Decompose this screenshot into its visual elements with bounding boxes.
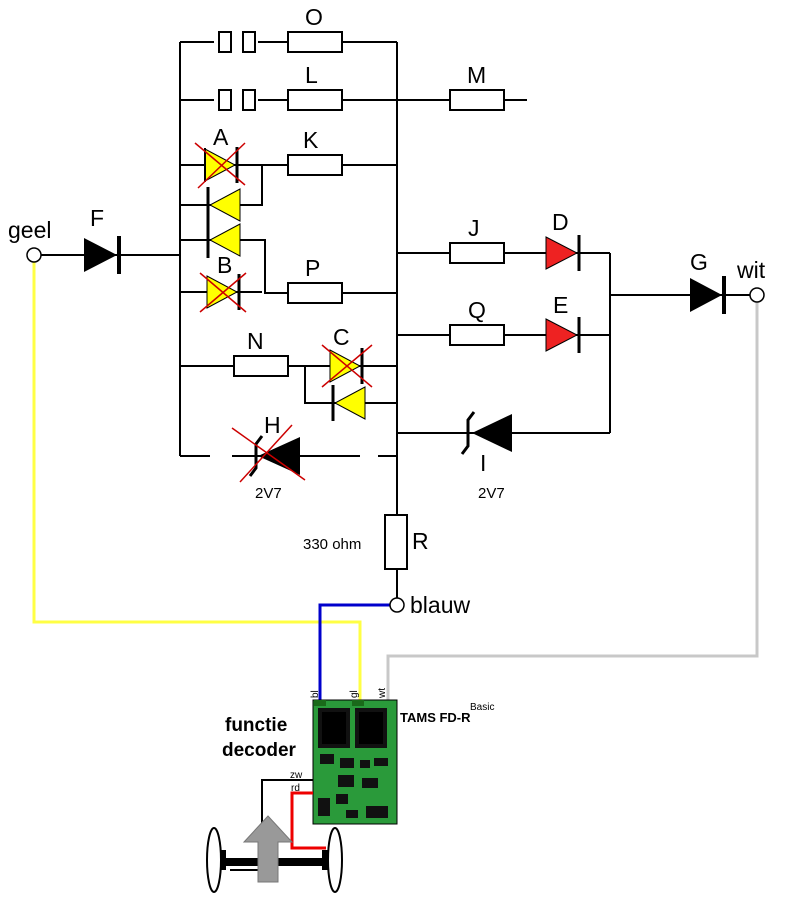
label-geel: geel (8, 217, 51, 243)
label-n: N (247, 328, 264, 354)
label-g: G (690, 249, 708, 275)
resistor-r (384, 514, 408, 570)
pin-wt: wt (377, 688, 388, 699)
decoder-model-sup: Basic (470, 702, 494, 713)
decoder-labels: functie decoder TAMS FD-R Basic bl gl wt… (222, 688, 494, 794)
resistor-n (233, 355, 289, 377)
resistor-q (449, 324, 505, 346)
diode-d (545, 235, 581, 271)
label-k: K (303, 127, 319, 153)
value-r: 330 ohm (303, 536, 361, 553)
terminal-blauw (389, 597, 405, 613)
label-e: E (553, 292, 568, 318)
zener-i (460, 411, 512, 455)
decoder-model: TAMS FD-R (400, 710, 471, 725)
wheelset (206, 815, 343, 893)
resistor-l (287, 89, 343, 111)
component-labels: O L M K A B P N C F J D Q E G H I R (90, 4, 708, 554)
label-b: B (217, 252, 232, 278)
pin-bl: bl (310, 690, 321, 698)
label-blauw: blauw (410, 592, 470, 618)
zener-h (248, 435, 300, 477)
crossout-b (199, 272, 247, 313)
label-o: O (305, 4, 323, 30)
diode-a-reverse (206, 187, 241, 223)
label-d: D (552, 209, 569, 235)
label-m: M (467, 62, 486, 88)
label-j: J (468, 215, 480, 241)
label-a: A (213, 124, 229, 150)
label-r: R (412, 528, 429, 554)
function-decoder (312, 699, 398, 825)
label-q: Q (468, 297, 486, 323)
crossout-h (231, 424, 306, 483)
diode-c-reverse (331, 385, 366, 421)
value-labels: 2V7 2V7 330 ohm (255, 485, 505, 553)
capacitor-l (214, 89, 258, 111)
resistor-o (287, 31, 343, 53)
terminal-labels: geel wit blauw (8, 217, 766, 618)
pin-zw: zw (290, 770, 303, 781)
diode-g (690, 276, 726, 314)
label-p: P (305, 255, 320, 281)
resistor-p (287, 282, 343, 304)
label-i: I (480, 450, 486, 476)
diode-f (84, 236, 121, 274)
value-i: 2V7 (478, 485, 505, 502)
crossout-c (321, 344, 373, 388)
decoder-label-line1: functie (225, 715, 287, 736)
capacitor-o (214, 31, 258, 53)
resistor-m (449, 89, 505, 111)
label-c: C (333, 324, 350, 350)
wire-rd (290, 791, 326, 850)
label-wit: wit (736, 257, 766, 283)
diode-pair2-reverse (206, 222, 241, 258)
crossout-a (194, 142, 246, 189)
diode-e (545, 317, 581, 353)
label-h: H (264, 412, 281, 438)
resistor-k (287, 154, 343, 176)
terminal-wit (749, 287, 765, 303)
label-f: F (90, 205, 104, 231)
resistor-j (449, 242, 505, 264)
pin-gl: gl (349, 690, 360, 698)
value-h: 2V7 (255, 485, 282, 502)
yellow-wire (32, 262, 362, 700)
white-wire (386, 300, 759, 700)
terminal-geel (26, 247, 42, 263)
pin-rd: rd (291, 783, 300, 794)
decoder-label-line2: decoder (222, 740, 297, 761)
blue-wire (318, 603, 392, 700)
label-l: L (305, 62, 318, 88)
